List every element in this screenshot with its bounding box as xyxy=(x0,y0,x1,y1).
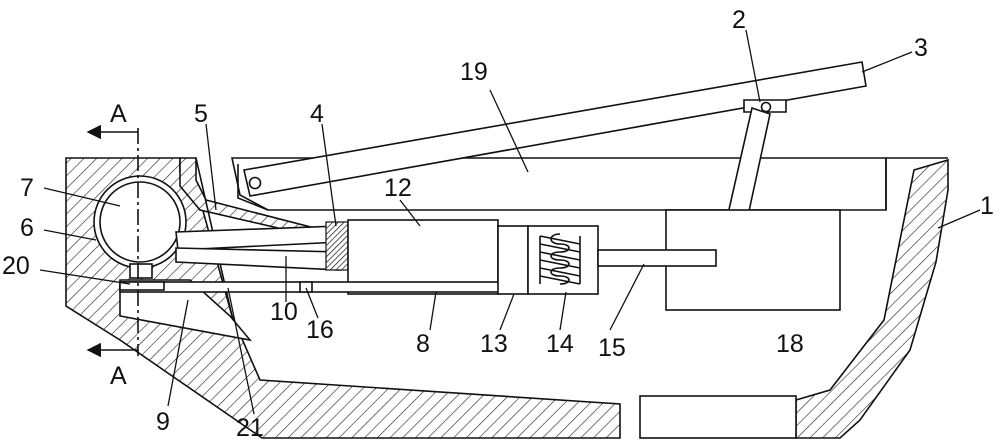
gasket xyxy=(325,221,349,271)
piston-block xyxy=(497,225,529,295)
label-18: 18 xyxy=(776,330,804,358)
label-4: 4 xyxy=(310,100,324,128)
label-12: 12 xyxy=(384,174,412,202)
label-10: 10 xyxy=(270,298,298,326)
spring-housing xyxy=(527,225,599,295)
part-labels: 1 2 3 4 5 6 7 8 9 10 12 13 14 15 16 18 1… xyxy=(2,6,994,442)
label-5: 5 xyxy=(194,100,208,128)
label-16: 16 xyxy=(306,316,334,344)
label-20: 20 xyxy=(2,252,30,280)
lever-arm xyxy=(243,61,867,197)
label-15: 15 xyxy=(598,334,626,362)
label-6: 6 xyxy=(20,214,34,242)
label-3: 3 xyxy=(914,34,928,62)
section-label-top: A xyxy=(110,100,127,128)
label-1: 1 xyxy=(980,192,994,220)
label-2: 2 xyxy=(732,6,746,34)
connecting-arm xyxy=(175,225,341,271)
label-19: 19 xyxy=(460,58,488,86)
label-8: 8 xyxy=(416,330,430,358)
upper-tray xyxy=(231,157,887,211)
label-9: 9 xyxy=(156,408,170,436)
label-21: 21 xyxy=(236,414,264,442)
leader-lines xyxy=(39,29,981,415)
label-14: 14 xyxy=(546,330,574,358)
round-joint xyxy=(93,175,187,279)
section-line xyxy=(86,124,139,358)
label-7: 7 xyxy=(20,174,34,202)
piston-rod xyxy=(119,281,501,293)
section-label-bottom: A xyxy=(110,362,127,390)
rod-15 xyxy=(597,249,717,267)
label-13: 13 xyxy=(480,330,508,358)
